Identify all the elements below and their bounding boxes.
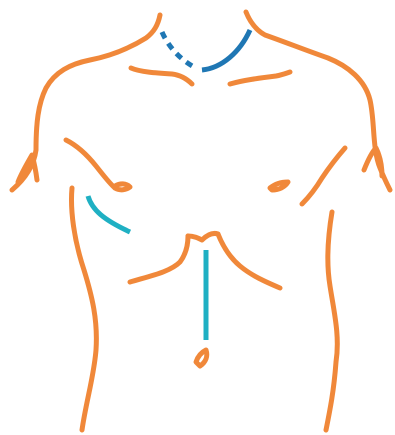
- neck-incision-solid: [202, 30, 250, 70]
- right-flank: [326, 212, 337, 430]
- left-pectoral-line: [66, 140, 115, 188]
- left-flank: [72, 188, 97, 430]
- body-outline: [12, 12, 390, 430]
- neck-incision-dotted: [162, 32, 196, 68]
- right-pectoral-line: [302, 148, 345, 204]
- left-costal-margin: [130, 236, 188, 282]
- xiphoid-arc: [188, 233, 218, 240]
- umbilicus: [196, 350, 207, 366]
- right-nipple: [270, 182, 288, 190]
- right-clavicle: [230, 72, 290, 84]
- left-nipple: [115, 184, 130, 190]
- left-clavicle: [131, 68, 192, 84]
- right-chest-incision: [88, 196, 130, 232]
- right-costal-margin: [218, 234, 280, 288]
